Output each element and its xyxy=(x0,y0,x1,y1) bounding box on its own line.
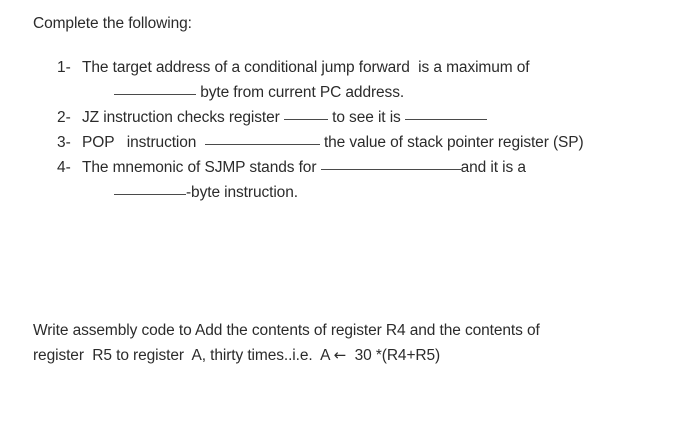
question-number: 2- xyxy=(57,109,71,126)
question-line: byte from current PC address. xyxy=(82,80,700,105)
text-run: JZ instruction checks register xyxy=(82,109,284,126)
question-number: 1- xyxy=(57,59,71,76)
text-run: The mnemonic of SJMP stands for xyxy=(82,159,321,176)
text-run: The target address of a conditional jump… xyxy=(82,59,530,76)
text-run: -byte instruction. xyxy=(186,184,298,201)
question-line: JZ instruction checks register to see it… xyxy=(82,105,700,130)
assignment-paragraph: Write assembly code to Add the contents … xyxy=(33,318,693,368)
text-run: 30 *(R4+R5) xyxy=(346,347,441,364)
fill-in-blank[interactable] xyxy=(404,107,487,120)
fill-in-blank[interactable] xyxy=(283,107,328,120)
text-run: Write assembly code to Add the contents … xyxy=(33,322,540,339)
fill-in-blank[interactable] xyxy=(204,132,320,145)
question-item-1: 1- The target address of a conditional ju… xyxy=(57,55,700,105)
text-run: POP instruction xyxy=(82,134,205,151)
paragraph-line: register R5 to register A, thirty times.… xyxy=(33,343,693,368)
question-list: 1- The target address of a conditional ju… xyxy=(57,55,700,205)
text-run: byte from current PC address. xyxy=(196,84,405,101)
question-line: POP instruction the value of stack point… xyxy=(82,130,700,155)
text-run: and it is a xyxy=(460,159,526,176)
question-line: The mnemonic of SJMP stands for and it i… xyxy=(82,155,700,180)
paragraph-line: Write assembly code to Add the contents … xyxy=(33,318,693,343)
question-item-4: 4- The mnemonic of SJMP stands for and it… xyxy=(57,155,700,205)
question-line: -byte instruction. xyxy=(82,180,700,205)
question-body: POP instruction the value of stack point… xyxy=(82,130,700,155)
question-number: 4- xyxy=(57,159,71,176)
question-body: The mnemonic of SJMP stands for and it i… xyxy=(82,155,700,205)
question-item-2: 2- JZ instruction checks register to see … xyxy=(57,105,700,130)
text-run: to see it is xyxy=(327,109,405,126)
text-run: the value of stack pointer register (SP) xyxy=(319,134,584,151)
fill-in-blank[interactable] xyxy=(114,82,196,95)
fill-in-blank[interactable] xyxy=(320,157,461,170)
left-arrow-icon: ← xyxy=(333,346,347,364)
text-run: register R5 to register A, thirty times.… xyxy=(33,347,334,364)
question-number: 3- xyxy=(57,134,71,151)
question-body: The target address of a conditional jump… xyxy=(82,55,700,105)
fill-in-blank[interactable] xyxy=(114,182,186,195)
question-line: The target address of a conditional jump… xyxy=(82,55,700,80)
page-title: Complete the following: xyxy=(33,15,192,32)
question-body: JZ instruction checks register to see it… xyxy=(82,105,700,130)
question-item-3: 3- POP instruction the value of stack poi… xyxy=(57,130,700,155)
